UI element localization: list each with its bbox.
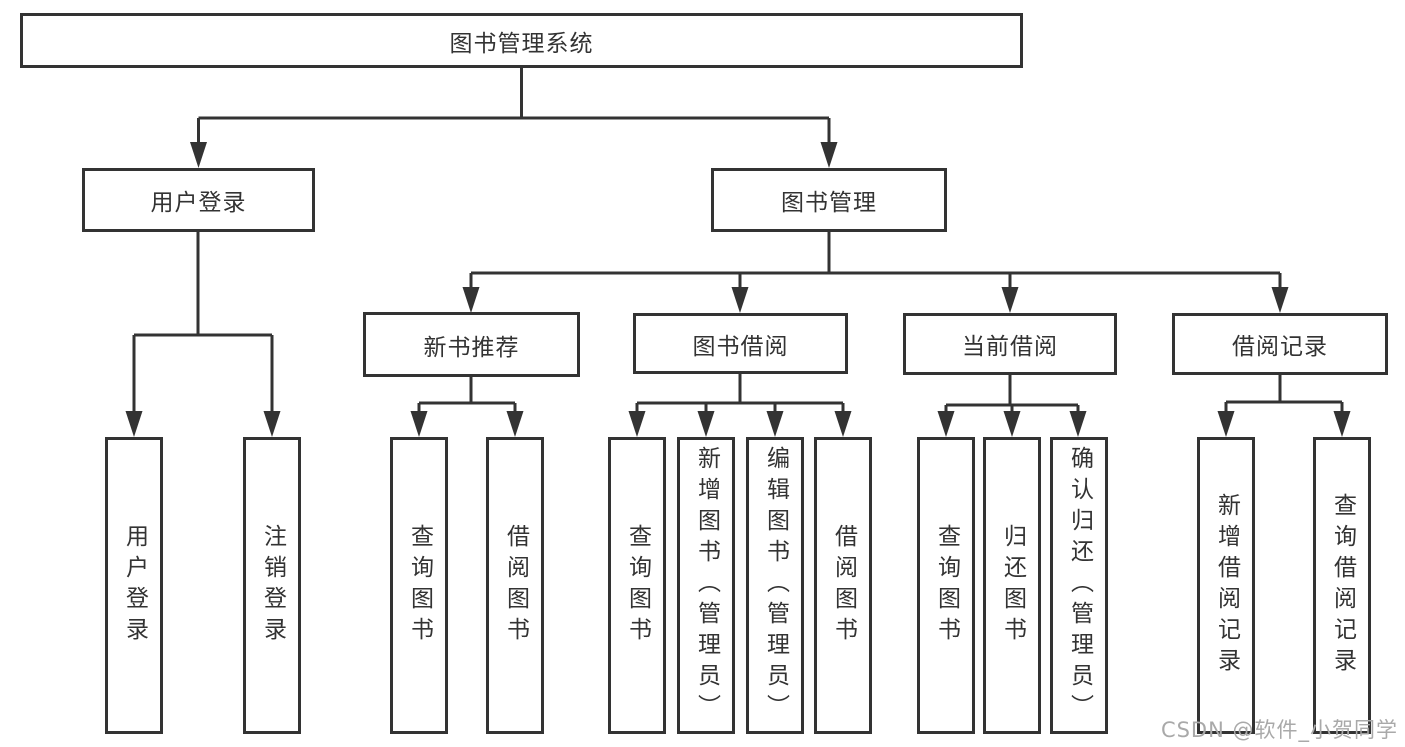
node-label: 用户登录: [121, 523, 148, 648]
node-user-login: 用户登录: [82, 168, 315, 232]
node-label: 归还图书: [999, 523, 1026, 648]
node-new-book-recommendation: 新书推荐: [363, 312, 580, 377]
node-label: 借阅图书: [502, 523, 529, 648]
leaf-borrow-books-recommendation: 借阅图书: [486, 437, 544, 734]
leaf-add-borrow-record: 新增借阅记录: [1197, 437, 1255, 734]
leaf-query-borrow-record: 查询借阅记录: [1313, 437, 1371, 734]
node-label: 借阅图书: [830, 523, 857, 648]
node-label: 注销登录: [259, 523, 286, 648]
leaf-return-books: 归还图书: [983, 437, 1041, 734]
node-label: 图书管理系统: [449, 30, 594, 57]
node-root-library-management-system: 图书管理系统: [20, 13, 1023, 68]
node-label: 查询图书: [624, 523, 651, 648]
leaf-user-login: 用户登录: [105, 437, 163, 734]
leaf-edit-books-admin: 编辑图书（管理员）: [746, 437, 804, 734]
node-label: 查询图书: [933, 523, 960, 648]
node-label: 确认归还（管理员）: [1066, 446, 1093, 725]
node-label: 查询图书: [406, 523, 433, 648]
node-label: 编辑图书（管理员）: [762, 446, 789, 725]
csdn-watermark: CSDN @软件_小贺同学: [1160, 718, 1398, 742]
node-current-borrowing: 当前借阅: [903, 313, 1117, 375]
node-label: 新书推荐: [423, 334, 520, 361]
node-label: 图书借阅: [692, 333, 789, 360]
node-label: 当前借阅: [962, 334, 1058, 360]
node-book-management: 图书管理: [711, 168, 947, 232]
node-label: 用户登录: [150, 190, 247, 216]
leaf-add-books-admin: 新增图书（管理员）: [677, 437, 735, 734]
node-label: 新增图书（管理员）: [693, 446, 720, 725]
node-borrowing-records: 借阅记录: [1172, 313, 1388, 375]
leaf-query-books-borrowing: 查询图书: [608, 437, 666, 734]
leaf-query-books-recommendation: 查询图书: [390, 437, 448, 734]
node-label: 新增借阅记录: [1213, 492, 1240, 679]
leaf-confirm-return-admin: 确认归还（管理员）: [1050, 437, 1108, 734]
node-label: 借阅记录: [1232, 334, 1328, 360]
node-label: 图书管理: [781, 190, 877, 216]
node-label: 查询借阅记录: [1329, 492, 1356, 679]
leaf-logout: 注销登录: [243, 437, 301, 734]
leaf-borrow-books: 借阅图书: [814, 437, 872, 734]
node-book-borrowing: 图书借阅: [633, 313, 848, 374]
leaf-query-books-current: 查询图书: [917, 437, 975, 734]
